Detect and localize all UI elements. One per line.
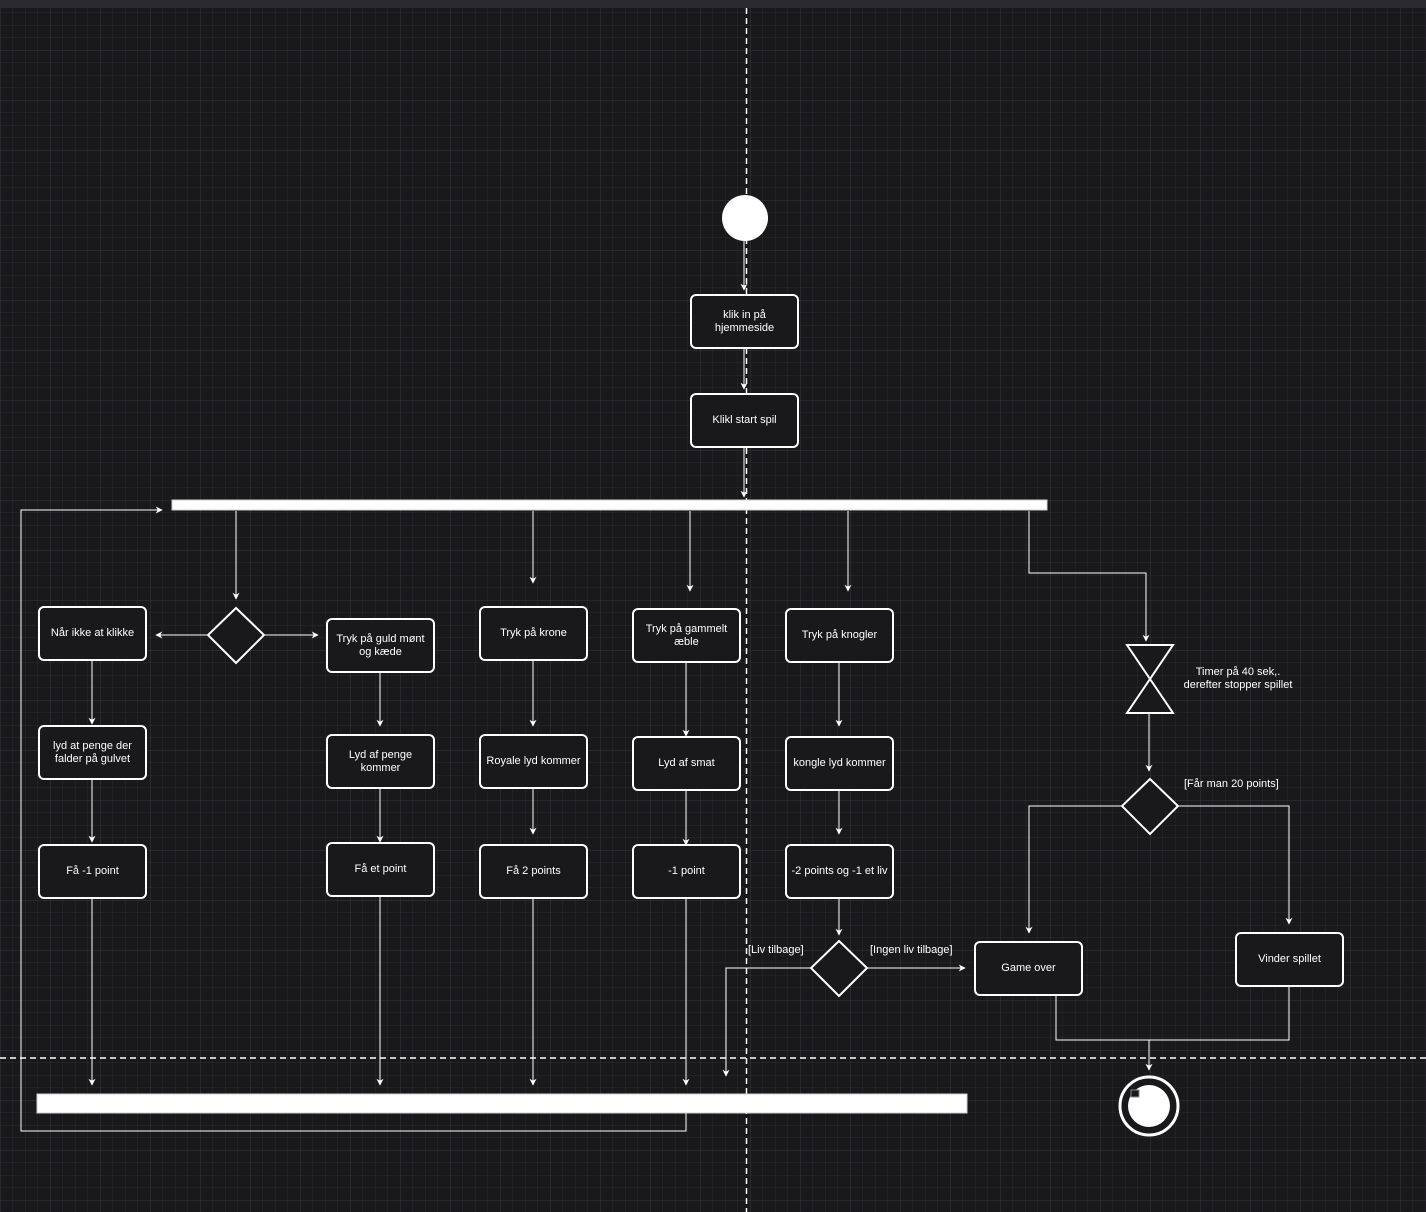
action-tryk-krone[interactable]: Tryk på krone <box>479 606 588 661</box>
action-faa-minus1-point[interactable]: Få -1 point <box>38 844 147 899</box>
action-faa-et-point[interactable]: Få et point <box>326 842 435 897</box>
edge-liv-tilbage <box>722 967 811 1077</box>
action-vinder-spillet[interactable]: Vinder spillet <box>1235 932 1344 987</box>
action-game-over[interactable]: Game over <box>974 941 1083 996</box>
decision-diamond-points <box>1120 777 1180 836</box>
action-minus2-points[interactable]: -2 points og -1 et liv <box>785 844 894 899</box>
action-lyd-penge-kommer[interactable]: Lyd af penge kommer <box>326 734 435 789</box>
action-lyd-penge-gulv[interactable]: lyd at penge der falder på gulvet <box>38 725 147 780</box>
action-tryk-knogler[interactable]: Tryk på knogler <box>785 608 894 663</box>
action-klik-hjemmeside[interactable]: klik in på hjemmeside <box>690 294 799 349</box>
guard-ingen-liv-tilbage: [Ingen liv tilbage] <box>870 944 953 956</box>
initial-node <box>722 195 768 241</box>
fork-bar <box>171 499 1048 511</box>
action-royale-lyd[interactable]: Royale lyd kommer <box>479 734 588 789</box>
action-minus1-point[interactable]: -1 point <box>632 844 741 899</box>
action-klikl-start-spil[interactable]: Klikl start spil <box>690 393 799 448</box>
edge-fork-to-timer <box>1028 511 1150 642</box>
action-lyd-af-smat[interactable]: Lyd af smat <box>632 736 741 791</box>
edge-faar-20-left <box>1025 805 1121 934</box>
decision-diamond-1 <box>206 606 266 665</box>
guard-liv-tilbage: [Liv tilbage] <box>748 944 804 956</box>
action-tryk-gammelt-aeble[interactable]: Tryk på gammelt æble <box>632 608 741 663</box>
decision-diamond-lives <box>809 939 869 998</box>
edge-faar-20-right <box>1178 805 1293 925</box>
guard-faar-20-points: [Får man 20 points] <box>1184 778 1279 790</box>
action-tryk-guld-moent[interactable]: Tryk på guld mønt og kæde <box>326 618 435 673</box>
action-naar-ikke-at-klikke[interactable]: Når ikke at klikke <box>38 606 147 661</box>
join-bar <box>36 1093 968 1114</box>
timer-label: Timer på 40 sek,. derefter stopper spill… <box>1183 666 1293 691</box>
edge-loop-back <box>20 506 687 1132</box>
action-faa-2-points[interactable]: Få 2 points <box>479 844 588 899</box>
action-kongle-lyd[interactable]: kongle lyd kommer <box>785 736 894 791</box>
hourglass-icon <box>1125 644 1175 714</box>
